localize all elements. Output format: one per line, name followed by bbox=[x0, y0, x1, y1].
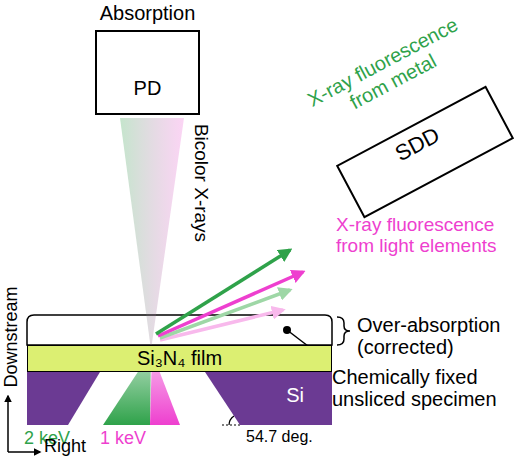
fluorescence-label: X-ray fluorescence from light elements bbox=[336, 214, 522, 257]
bracket bbox=[337, 317, 350, 345]
transmitted-beam bbox=[120, 118, 184, 350]
node-label: SDD bbox=[392, 123, 445, 167]
angle-guide bbox=[220, 424, 240, 425]
axis-label: Right bbox=[44, 436, 86, 456]
si-substrate-left bbox=[27, 372, 100, 425]
annotation: Over-absorption (corrected) bbox=[357, 314, 522, 359]
axis-arrow bbox=[8, 451, 40, 453]
energy-label: 1 keV bbox=[100, 428, 146, 448]
substrate-block: Si bbox=[205, 372, 332, 425]
substrate-shape bbox=[205, 372, 332, 425]
fluorescence-arrow bbox=[158, 272, 303, 336]
node-label: Si bbox=[286, 384, 304, 406]
angle-label: 54.7 deg. bbox=[246, 428, 313, 446]
beam-label: Bicolor X-rays bbox=[190, 124, 211, 242]
axis-label: Downstream bbox=[1, 286, 21, 387]
detector-box: AbsorptionPD bbox=[95, 30, 200, 115]
substrate-shape bbox=[205, 372, 332, 425]
fluorescence-arrow bbox=[156, 250, 290, 334]
axis-arrow bbox=[7, 396, 9, 452]
film-band: Si₃N₄ film bbox=[27, 345, 332, 372]
node-label: Si₃N₄ film bbox=[137, 347, 222, 369]
callout-label: Chemically fixed unsliced specimen bbox=[332, 366, 524, 411]
detector-heading: Absorption bbox=[100, 2, 196, 24]
node-label: PD bbox=[134, 77, 162, 99]
angle-arc bbox=[229, 416, 234, 425]
fluorescence-arrow bbox=[160, 290, 290, 338]
